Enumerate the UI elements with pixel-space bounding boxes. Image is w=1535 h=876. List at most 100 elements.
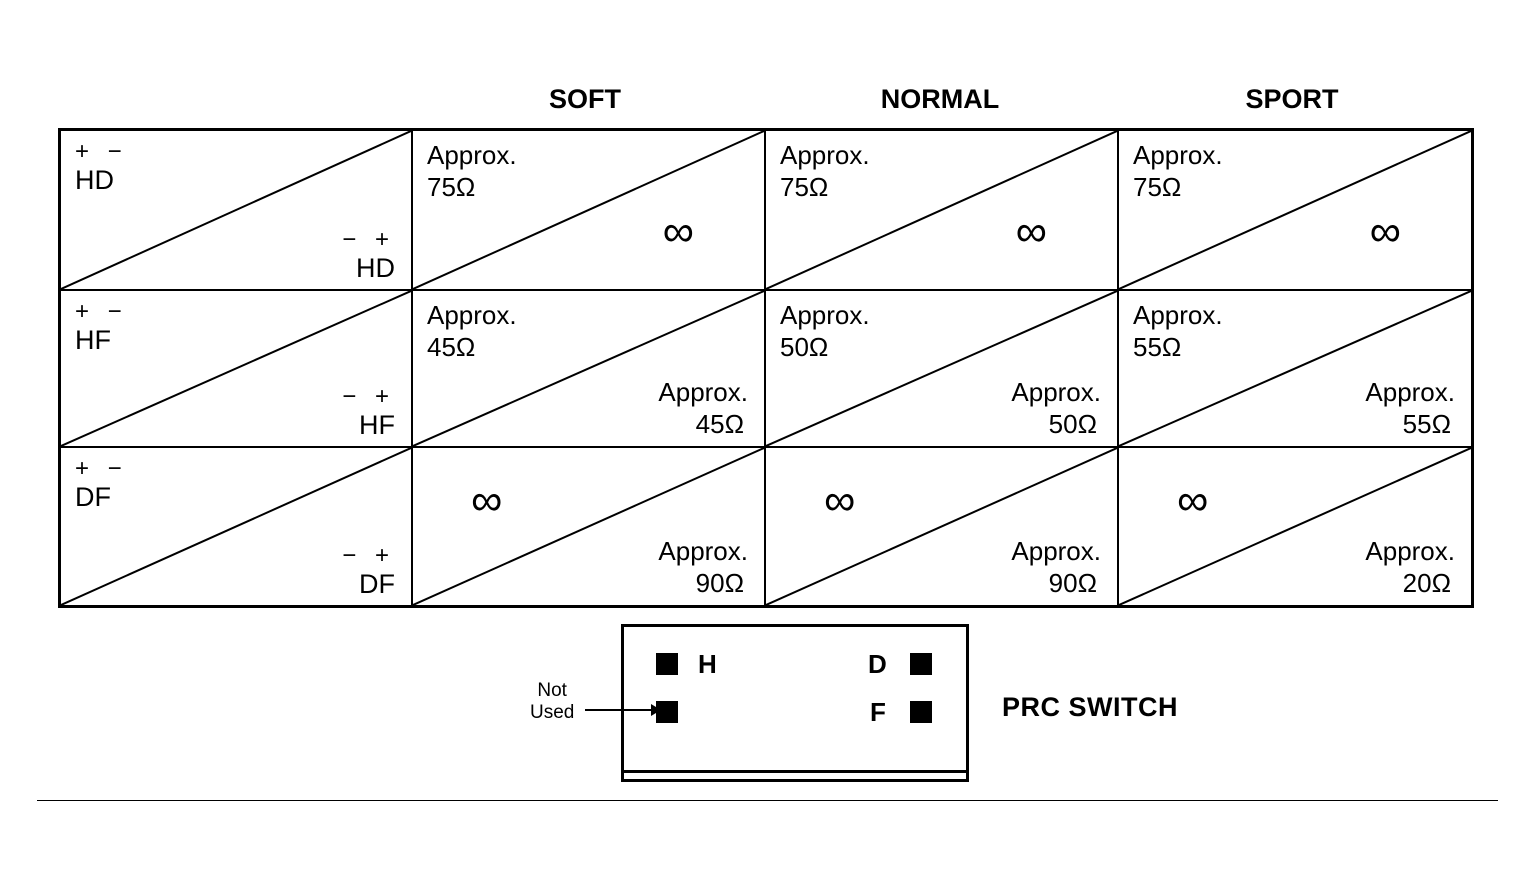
cell-diagonal [766, 448, 1117, 605]
ohm-icon: Ω [1077, 568, 1097, 598]
polarity-top: + − [75, 298, 128, 325]
resistance-value: 75Ω [1133, 171, 1223, 203]
approx-label: Approx. [780, 140, 870, 170]
cell-diagonal [766, 131, 1117, 289]
row-label-bottom: − +HF [342, 383, 395, 441]
polarity-top: + − [75, 138, 128, 165]
value-cell-hd-normal: Approx.75Ω∞ [766, 131, 1119, 291]
approx-label: Approx. [658, 377, 748, 407]
ohm-icon: Ω [1077, 409, 1097, 439]
ohm-icon: Ω [1161, 332, 1182, 362]
ohm-icon: Ω [808, 332, 829, 362]
cell-diagonal [61, 131, 411, 289]
lower-value: Approx.45Ω [658, 376, 748, 440]
value-cell-hd-soft: Approx.75Ω ∞ [413, 131, 766, 291]
approx-label: Approx. [658, 536, 748, 566]
prc-switch-title: PRC SWITCH [1002, 692, 1178, 722]
switch-d-label: D [868, 649, 887, 679]
lower-value: Approx.90Ω [1011, 535, 1101, 599]
upper-value: Approx.75Ω [780, 139, 870, 203]
row-label-name: HD [356, 253, 395, 283]
resistance-value: 90Ω [1011, 567, 1097, 599]
row-label-name: HF [359, 410, 395, 440]
switch-h-label: H [698, 649, 717, 679]
cell-diagonal [413, 131, 764, 289]
resistance-number: 45 [695, 409, 725, 439]
infinity-icon: ∞ [1369, 207, 1401, 256]
resistance-number: 20 [1402, 568, 1432, 598]
not-used-line2: Used [530, 702, 575, 723]
row-label-cell-df: + − DF− +DF [61, 448, 413, 605]
cell-diagonal [766, 291, 1117, 446]
resistance-number: 55 [1402, 409, 1432, 439]
switch-h-square [656, 653, 678, 675]
upper-value: Approx.50Ω [780, 299, 870, 363]
ohm-icon: Ω [1161, 172, 1182, 202]
resistance-number: 75 [427, 172, 456, 202]
lower-value: Approx.90Ω [658, 535, 748, 599]
row-label-top: + −HF [75, 298, 128, 356]
lower-value: Approx.55Ω [1365, 376, 1455, 440]
approx-label: Approx. [1133, 140, 1223, 170]
approx-label: Approx. [427, 140, 517, 170]
resistance-number: 75 [780, 172, 809, 202]
resistance-number: 90 [1048, 568, 1078, 598]
row-label-bottom: − +DF [342, 543, 395, 600]
approx-label: Approx. [1365, 536, 1455, 566]
resistance-value: 20Ω [1365, 567, 1451, 599]
value-cell-hd-sport: Approx.75Ω ∞ [1119, 131, 1471, 291]
cell-diagonal [413, 448, 764, 605]
ohm-icon: Ω [724, 409, 744, 439]
infinity-icon: ∞ [662, 207, 694, 256]
row-label-bottom: − +HD [342, 227, 395, 284]
resistance-value: 55Ω [1365, 408, 1451, 440]
prc-switch-box: H D F [621, 624, 969, 782]
value-cell-df-soft: ∞ Approx.90Ω [413, 448, 766, 605]
value-cell-df-sport: ∞Approx.20Ω [1119, 448, 1471, 605]
resistance-value: 45Ω [658, 408, 744, 440]
row-label-name: HD [75, 165, 114, 195]
upper-value: Approx.75Ω [427, 139, 517, 203]
approx-label: Approx. [1011, 536, 1101, 566]
cell-diagonal [413, 291, 764, 446]
resistance-value: 45Ω [427, 331, 517, 363]
resistance-value: 75Ω [780, 171, 870, 203]
resistance-number: 75 [1133, 172, 1162, 202]
switch-unused-square [656, 701, 678, 723]
ohm-icon: Ω [455, 332, 476, 362]
resistance-number: 55 [1133, 332, 1162, 362]
approx-label: Approx. [1133, 300, 1223, 330]
switch-f-label: F [870, 697, 886, 727]
approx-label: Approx. [1011, 377, 1101, 407]
ohm-icon: Ω [1431, 568, 1451, 598]
polarity-top: + − [75, 455, 128, 482]
approx-label: Approx. [1365, 377, 1455, 407]
row-label-name: HF [75, 325, 111, 355]
resistance-value: 50Ω [1011, 408, 1097, 440]
switch-d-square [910, 653, 932, 675]
resistance-number: 50 [1048, 409, 1078, 439]
not-used-note: Not Used [530, 680, 574, 724]
cell-diagonal [1119, 131, 1471, 289]
upper-value: Approx.45Ω [427, 299, 517, 363]
row-label-name: DF [359, 569, 395, 599]
value-cell-df-normal: ∞Approx.90Ω [766, 448, 1119, 605]
approx-label: Approx. [780, 300, 870, 330]
bottom-divider [37, 800, 1498, 801]
ohm-icon: Ω [808, 172, 829, 202]
polarity-bottom: − + [342, 383, 395, 410]
switch-f-square [910, 701, 932, 723]
infinity-icon: ∞ [471, 476, 503, 525]
row-label-cell-hd: + −HD− +HD [61, 131, 413, 291]
resistance-number: 50 [780, 332, 809, 362]
cell-diagonal [1119, 448, 1471, 605]
switch-base-line [624, 770, 966, 773]
cell-diagonal [61, 291, 411, 446]
column-header-normal: NORMAL [880, 84, 1000, 114]
upper-value: Approx.75Ω [1133, 139, 1223, 203]
resistance-value: 55Ω [1133, 331, 1223, 363]
